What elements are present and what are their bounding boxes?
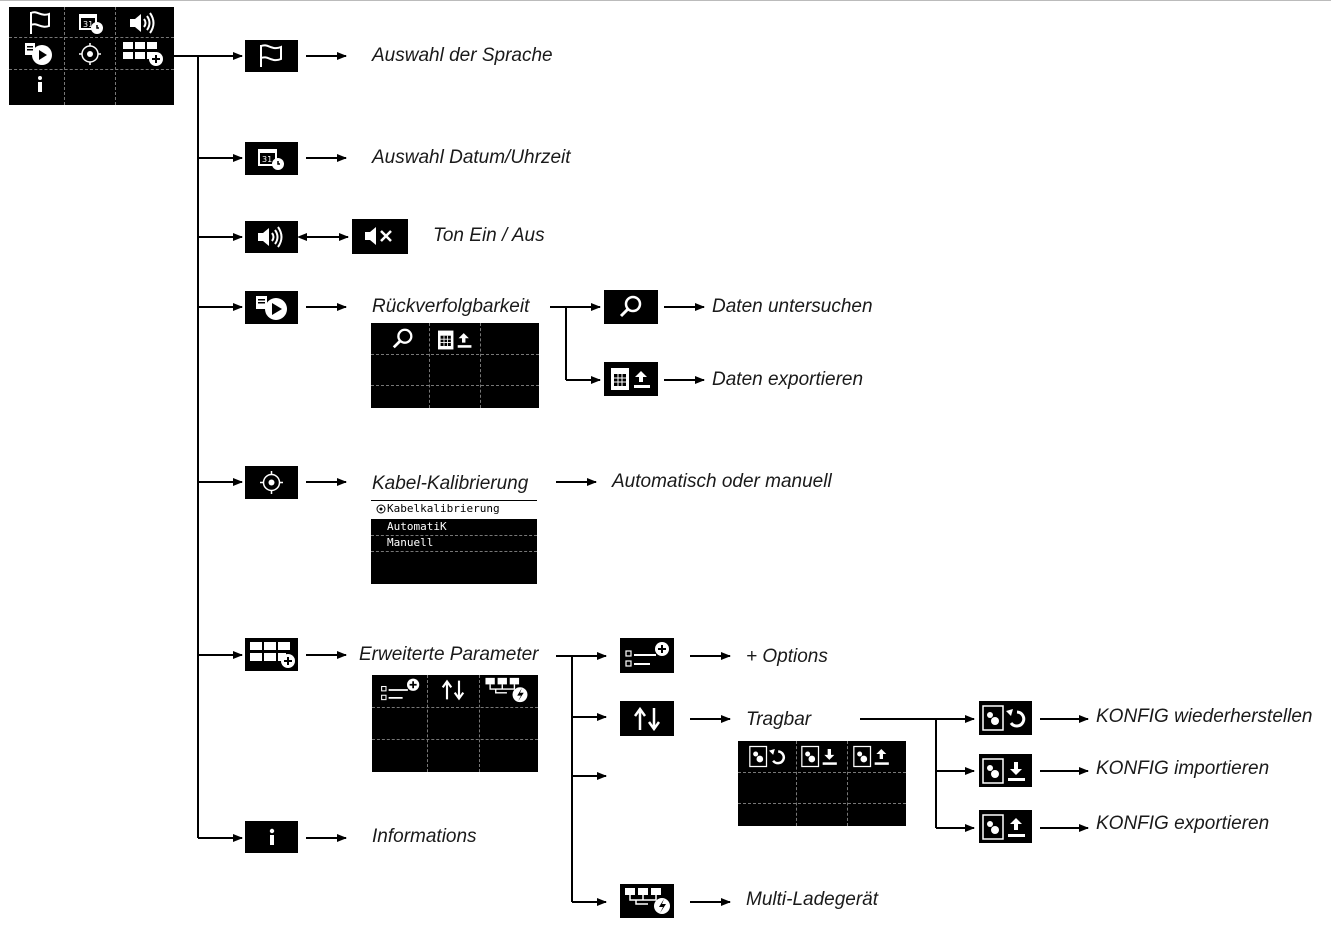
export-file-icon [438, 330, 472, 350]
info-icon-box [245, 821, 298, 853]
main-menu-screen: 31 [9, 7, 174, 105]
label-multi: Multi-Ladegerät [746, 889, 879, 910]
multi-charger-icon [485, 677, 528, 703]
konfig-export-icon [853, 745, 889, 768]
calendar-clock-icon: 31 [79, 14, 103, 34]
traceability-icon-box [245, 291, 298, 324]
multi-charger-icon [625, 888, 670, 914]
options-plus-icon [625, 642, 669, 667]
tragbar-screen [738, 741, 906, 826]
label-auto-manuell: Automatisch oder manuell [612, 471, 832, 492]
calibration-icon-box [245, 466, 298, 499]
label-konfig-import: KONFIG importieren [1096, 758, 1270, 779]
target-icon [79, 43, 101, 65]
sound-on-icon-box [245, 221, 298, 253]
target-icon [260, 471, 283, 494]
search-icon [392, 328, 413, 349]
traceability-icon [25, 43, 52, 65]
label-ton: Ton Ein / Aus [433, 225, 545, 246]
konfig-restore-icon [982, 705, 1026, 731]
top-border [0, 0, 1331, 1]
speaker-icon [258, 226, 283, 248]
traceability-icon [256, 296, 287, 320]
label-erweitert: Erweiterte Parameter [359, 644, 539, 665]
info-icon [38, 76, 42, 92]
label-datum: Auswahl Datum/Uhrzeit [372, 147, 571, 168]
calibration-title-text: Kabelkalibrierung [387, 502, 500, 515]
advanced-screen [372, 675, 538, 772]
speaker-mute-icon [365, 227, 392, 245]
konfig-import-icon [982, 758, 1025, 784]
label-tragbar: Tragbar [746, 709, 812, 730]
label-daten-export: Daten exportieren [712, 369, 864, 390]
options-icon-box [620, 638, 674, 673]
konfig-import-icon [801, 745, 837, 768]
advanced-icon-box [245, 638, 298, 671]
label-sprache: Auswahl der Sprache [372, 45, 553, 66]
datetime-icon-box: 31 [245, 142, 298, 175]
grid-plus-icon [250, 642, 295, 668]
calendar-clock-icon: 31 [258, 149, 284, 170]
grid-plus-icon [123, 42, 163, 66]
calibration-item-manual[interactable]: Manuell [387, 536, 434, 549]
label-daten-unters: Daten untersuchen [712, 296, 873, 317]
search-icon [619, 295, 642, 318]
speaker-icon [130, 12, 155, 34]
info-icon [269, 828, 275, 845]
konfig-export-icon [982, 814, 1025, 840]
calibration-screen: Kabelkalibrierung AutomatiK Manuell [371, 500, 537, 584]
label-options: + Options [746, 646, 828, 667]
flag-icon [30, 11, 50, 34]
svg-text:31: 31 [83, 20, 93, 29]
options-plus-icon [381, 678, 420, 701]
svg-text:31: 31 [262, 155, 272, 164]
search-icon-box [604, 290, 658, 324]
calibration-title: Kabelkalibrierung [371, 501, 537, 517]
konfig-export-icon-box [979, 810, 1032, 843]
label-kabel: Kabel-Kalibrierung [372, 473, 529, 494]
sound-off-icon-box [352, 219, 408, 254]
target-icon [376, 504, 386, 514]
konfig-import-icon-box [979, 754, 1032, 787]
label-konfig-wieder: KONFIG wiederherstellen [1096, 706, 1313, 727]
multi-charger-icon-box [620, 884, 674, 918]
language-icon-box [245, 40, 298, 72]
label-konfig-export: KONFIG exportieren [1096, 813, 1270, 834]
updown-arrows-icon [633, 706, 661, 732]
calibration-item-auto[interactable]: AutomatiK [387, 520, 447, 533]
konfig-restore-icon [749, 745, 785, 768]
konfig-restore-icon-box [979, 701, 1032, 735]
flag-icon [260, 44, 282, 67]
label-rueck: Rückverfolgbarkeit [372, 296, 530, 317]
label-info: Informations [372, 826, 477, 847]
updown-icon-box [620, 701, 674, 736]
export-file-icon [611, 368, 650, 390]
traceability-screen [371, 323, 539, 408]
updown-arrows-icon [441, 679, 465, 701]
export-icon-box [604, 362, 658, 396]
